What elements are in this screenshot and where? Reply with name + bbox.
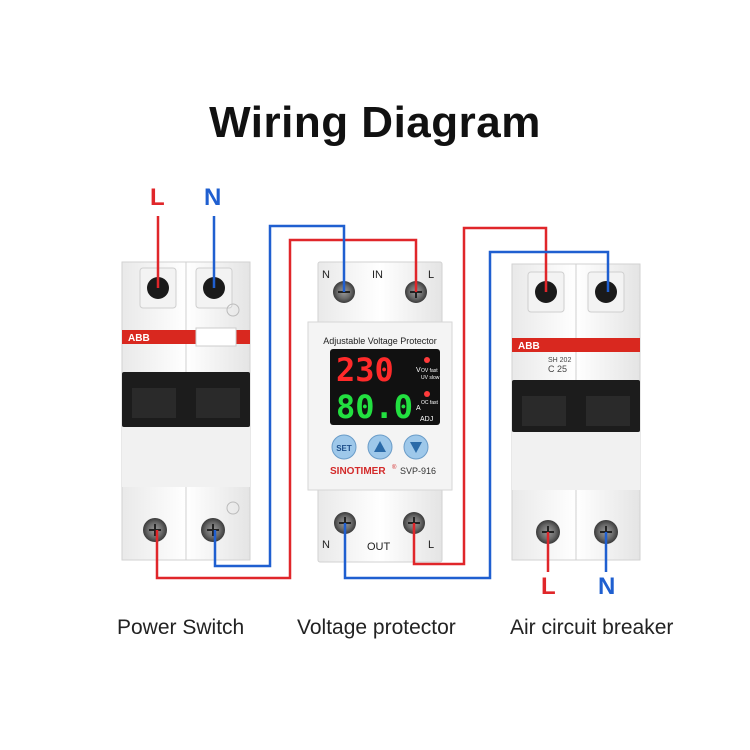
power-switch-brand: ABB xyxy=(128,333,150,344)
protector-oc-note: OC fast xyxy=(421,400,439,406)
wire-switch-to-protector-live xyxy=(155,238,418,580)
protector-bottom-n-label: N xyxy=(322,539,330,551)
protector-ov-note: OV fast xyxy=(421,368,438,374)
protector-current-reading: 80.0 xyxy=(336,388,413,426)
wire-protector-to-breaker-neutral xyxy=(343,250,610,580)
wire-protector-to-breaker-live xyxy=(412,226,548,566)
breaker-red-band xyxy=(512,338,640,352)
diagram-title: Wiring Diagram xyxy=(209,98,541,147)
power-switch-toggle-right xyxy=(196,388,240,418)
protector-set-button[interactable] xyxy=(331,434,357,460)
breaker-toggle-left xyxy=(522,396,566,426)
protector-bottom-out-label: OUT xyxy=(367,541,391,553)
protector-top-l-label: L xyxy=(428,269,434,281)
protector-set-label: SET xyxy=(336,444,352,453)
caption-power-switch: Power Switch xyxy=(117,616,245,639)
breaker-screw-top-right xyxy=(595,281,617,303)
protector-unit-a: A xyxy=(416,405,421,412)
protector-voltage-reading: 230 xyxy=(336,351,394,389)
protector-unit-v: V xyxy=(416,367,421,374)
protector-display xyxy=(330,349,440,425)
protector-registered-mark: ® xyxy=(392,464,397,471)
protector-header-label: Adjustable Voltage Protector xyxy=(323,336,437,346)
caption-voltage-protector: Voltage protector xyxy=(297,616,456,639)
breaker-toggle-right xyxy=(586,396,630,426)
breaker-model: SH 202 xyxy=(548,357,571,364)
air-circuit-breaker-device: ABB SH 202 C 25 xyxy=(511,263,641,561)
caption-air-circuit-breaker: Air circuit breaker xyxy=(510,616,674,639)
output-live-label: L xyxy=(541,573,556,600)
protector-brand: SINOTIMER xyxy=(330,466,386,477)
power-switch-toggle-left xyxy=(132,388,176,418)
protector-current-led xyxy=(424,391,430,397)
output-neutral-label: N xyxy=(598,573,616,600)
input-neutral-label: N xyxy=(204,184,222,211)
protector-voltage-led xyxy=(424,357,430,363)
input-live-label: L xyxy=(150,184,165,211)
protector-uv-note: UV slow xyxy=(421,375,440,381)
up-arrow-icon xyxy=(374,441,386,452)
protector-adj-label: ADJ xyxy=(420,416,433,423)
power-switch-device: ABB xyxy=(121,261,251,561)
breaker-rating: C 25 xyxy=(548,364,567,374)
protector-top-in-label: IN xyxy=(372,269,383,281)
voltage-protector-device: N IN L Adjustable Voltage Protector 230 … xyxy=(307,261,453,563)
wire-switch-to-protector-neutral xyxy=(213,224,346,568)
protector-top-n-label: N xyxy=(322,269,330,281)
breaker-brand: ABB xyxy=(518,341,540,352)
down-arrow-icon xyxy=(410,442,422,453)
protector-bottom-l-label: L xyxy=(428,539,434,551)
protector-model: SVP-916 xyxy=(400,466,436,476)
